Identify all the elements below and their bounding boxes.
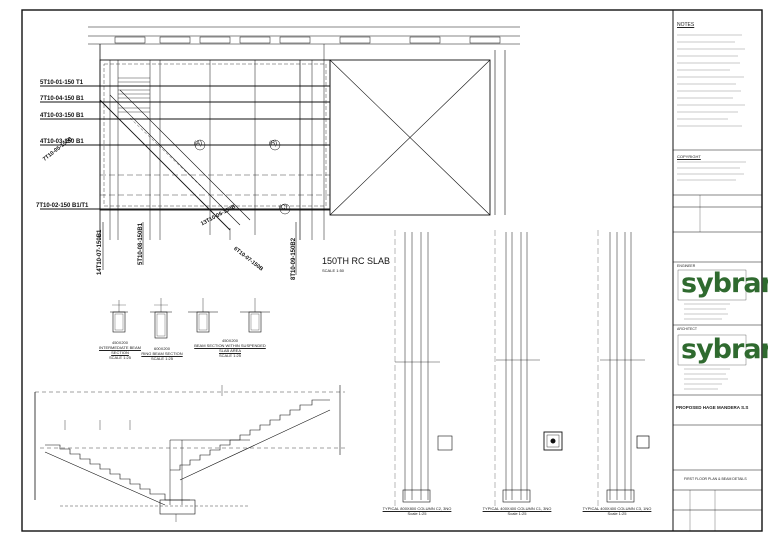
- beam-name: INTERMEDIATE BEAM SECTION: [99, 345, 141, 355]
- copyright-title: COPYRIGHT: [677, 154, 701, 159]
- column-c1-detail: [496, 232, 540, 503]
- beam-scale: SCALE 1:25: [218, 353, 241, 358]
- stair-section: [34, 385, 345, 522]
- beam-scale: SCALE 1:25: [150, 356, 173, 361]
- bar-mark-left-4: 4T10-03-150 B1: [40, 139, 84, 145]
- column-details: [394, 230, 650, 510]
- beam-caption-ring: 600X200 RING BEAM SECTION SCALE 1:25: [136, 346, 188, 361]
- beam-name: BEAM SECTION WITHIN SUSPENDED SLAB AREA: [194, 343, 266, 353]
- bar-mark-vertical-1: 14T10-07-150B1: [97, 229, 103, 275]
- slab-void-panel: [329, 59, 491, 216]
- bar-mark-left-1: 5T10-01-150 T1: [40, 80, 84, 86]
- bar-mark-left-5: 7T10-02-150 B1/T1: [36, 203, 89, 209]
- beam-section-details: [110, 298, 270, 339]
- project-title: PROPOSED HAGE MANDERA S.S: [676, 405, 749, 410]
- column-caption-c2: TYPICAL 800X800 COLUMN C2, 3NO Scale 1:2…: [372, 506, 462, 516]
- column-name: TYPICAL 400X400 COLUMN C3, 1NO: [582, 506, 652, 511]
- beam-name: RING BEAM SECTION: [141, 351, 183, 356]
- title-block-frame: [673, 34, 762, 531]
- beam-size: 450X200: [221, 338, 238, 343]
- beam-size: 450X200: [111, 340, 128, 345]
- column-c2-detail: [395, 232, 453, 503]
- grid-mark-c: (C): [279, 205, 288, 211]
- slab-plan: [40, 26, 520, 275]
- architect-label: ARCHITECT: [677, 327, 698, 331]
- grid-mark-b: (B): [269, 141, 277, 147]
- beam-section-fourth: [240, 298, 270, 333]
- beam-section-suspended: [188, 298, 218, 333]
- column-caption-c3: TYPICAL 400X400 COLUMN C3, 1NO Scale 1:2…: [572, 506, 662, 516]
- column-scale: Scale 1:25: [407, 511, 427, 516]
- bar-mark-left-2: 7T10-04-150 B1: [40, 96, 84, 102]
- sheet-title: FIRST FLOOR PLAN & BEAM DETAILS: [684, 477, 747, 481]
- beam-section-ring: [150, 298, 172, 339]
- bar-mark-vertical-3: 8T10-09-150B2: [291, 237, 297, 280]
- beam-caption-intermediate: 450X200 INTERMEDIATE BEAM SECTION SCALE …: [98, 340, 142, 360]
- slab-scale: SCALE 1:50: [322, 268, 345, 273]
- beam-section-intermediate: [110, 300, 128, 333]
- grid-mark-a: (A): [194, 141, 202, 147]
- engineer-logo: sybran: [681, 268, 768, 299]
- column-section-c1: [543, 431, 563, 451]
- beam-scale: SCALE 1:25: [108, 355, 131, 360]
- engineer-label: ENGINEER: [677, 264, 696, 268]
- column-caption-c1: TYPICAL 400X400 COLUMN C1, 3NO Scale 1:2…: [472, 506, 562, 516]
- column-scale: Scale 1:25: [607, 511, 627, 516]
- grid-circle-b: [269, 139, 281, 151]
- grid-circle-a: [194, 139, 206, 151]
- sheet-border: [21, 9, 763, 532]
- stair-upper-flight: [170, 399, 330, 471]
- column-name: TYPICAL 800X800 COLUMN C2, 3NO: [382, 506, 452, 511]
- architect-logo: sybran: [681, 334, 768, 365]
- column-section-c3: [636, 435, 650, 449]
- dimension-strip: [114, 36, 501, 44]
- stair-lower-flight: [45, 444, 190, 501]
- bar-mark-vertical-2: 5T10-08-150B1: [138, 222, 144, 265]
- column-c3-detail: [600, 232, 645, 503]
- column-scale: Scale 1:25: [507, 511, 527, 516]
- grid-circle-c: [279, 203, 291, 215]
- stair-foundation: [159, 499, 196, 515]
- notes-title: NOTES: [677, 22, 695, 28]
- column-name: TYPICAL 400X400 COLUMN C1, 3NO: [482, 506, 552, 511]
- beam-caption-suspended: 450X200 BEAM SECTION WITHIN SUSPENDED SL…: [192, 338, 268, 358]
- slab-title: 150TH RC SLAB: [322, 256, 391, 266]
- bar-mark-left-3: 4T10-03-150 B1: [40, 113, 84, 119]
- beam-size: 600X200: [153, 346, 170, 351]
